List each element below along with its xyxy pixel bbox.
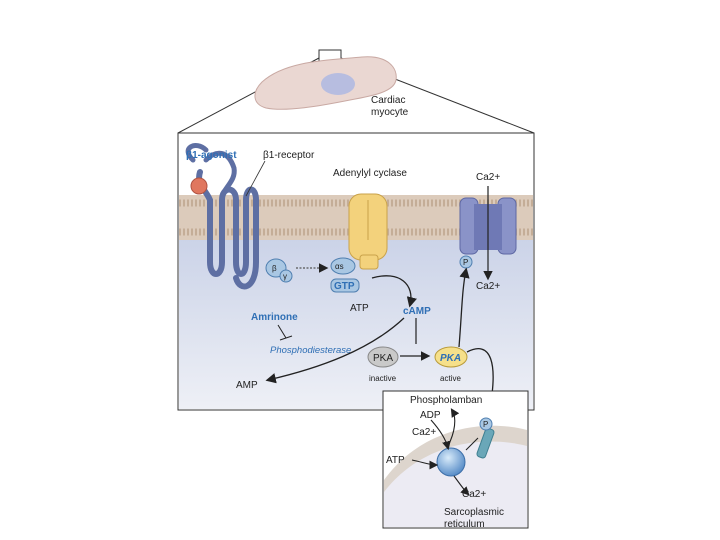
gtp-label: GTP <box>334 281 355 292</box>
atp-label: ATP <box>350 303 369 314</box>
sr-atp-label: ATP <box>386 455 405 466</box>
cyclase-label: Adenylyl cyclase <box>333 168 407 179</box>
pka-inactive-name: PKA <box>373 353 393 364</box>
gtp-badge <box>330 278 360 293</box>
myocyte-cell <box>254 56 397 110</box>
sr-phosphate-label: P <box>483 420 488 429</box>
amp-label: AMP <box>236 380 258 391</box>
cell-title-line1: Cardiac <box>371 95 405 106</box>
g-alpha-s-label: αs <box>335 262 344 271</box>
serca-pump <box>436 447 466 477</box>
phospholamban-protein <box>476 427 495 459</box>
pka-active <box>434 346 468 368</box>
phosphodiesterase-label: Phosphodiesterase <box>270 345 351 356</box>
cell-title-line2: myocyte <box>371 107 409 118</box>
g-alpha-s <box>330 257 356 275</box>
phospholamban-phosphate <box>479 417 493 431</box>
receptor-label: β1-receptor <box>263 150 315 161</box>
pka-active-name: PKA <box>440 353 461 364</box>
adenylyl-cyclase <box>348 193 388 270</box>
g-gamma-label: γ <box>283 272 287 281</box>
channel-ca-in-label: Ca2+ <box>476 281 500 292</box>
agonist-ball <box>190 177 208 195</box>
pka-active-state: active <box>440 374 461 383</box>
channel-ca-out-label: Ca2+ <box>476 172 500 183</box>
cytoplasm <box>179 240 533 409</box>
pka-inactive <box>367 346 399 368</box>
sr-ca-top-label: Ca2+ <box>412 427 436 438</box>
sr-name-line2: reticulum <box>444 519 485 530</box>
pka-inactive-state: inactive <box>369 374 397 383</box>
adp-label: ADP <box>420 410 441 421</box>
agonist-label: β1-agonist <box>186 150 237 161</box>
phospholamban-label: Phospholamban <box>410 395 482 406</box>
camp-label: cAMP <box>403 306 431 317</box>
channel-phosphate-label: P <box>463 258 468 267</box>
nucleus <box>321 73 355 95</box>
sr-name-line1: Sarcoplasmic <box>444 507 504 518</box>
g-beta-label: β <box>272 264 277 273</box>
sr-ca-bottom-label: Ca2+ <box>462 489 486 500</box>
g-gamma-subunit <box>279 269 293 283</box>
beta1-receptor <box>185 143 259 290</box>
amrinone-label: Amrinone <box>251 312 298 323</box>
